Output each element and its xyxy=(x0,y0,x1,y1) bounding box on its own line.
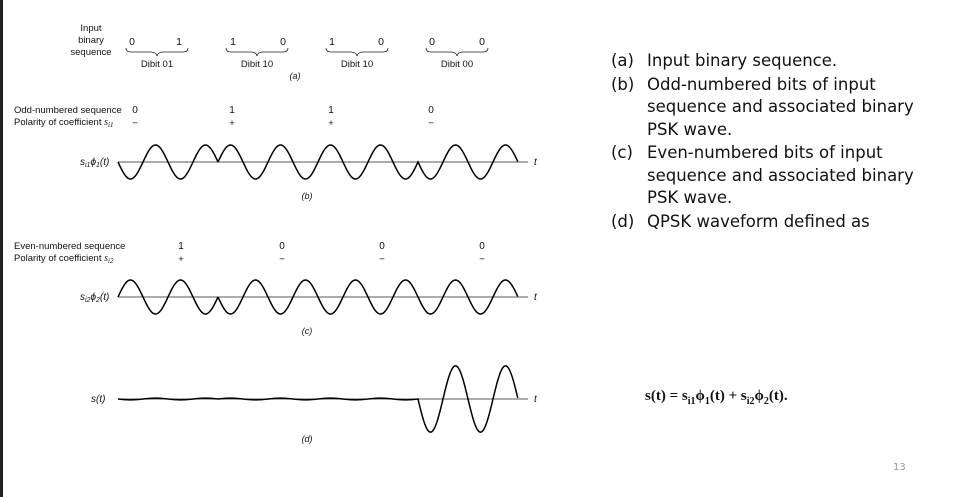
dibit-label: Dibit 10 xyxy=(341,59,373,70)
wave-b-label: si1ϕ1(t) xyxy=(80,157,109,169)
panel-label-c: (c) xyxy=(302,326,313,336)
caption-text: Input binary sequence. xyxy=(647,51,838,70)
page-number: 13 xyxy=(893,462,906,473)
caption-label: (b) xyxy=(611,74,635,94)
dibit-brace xyxy=(425,47,489,57)
input-label-line1: Input xyxy=(80,23,101,34)
odd-bit: 1 xyxy=(328,105,334,116)
wave-c-label: si2ϕ2(t) xyxy=(80,292,109,304)
even-bit: 0 xyxy=(379,241,385,252)
caption-text: Even-numbered bits of input sequence and… xyxy=(647,143,914,207)
odd-bit: 1 xyxy=(229,105,235,116)
even-polarity-label: Polarity of coefficient si2 xyxy=(14,253,114,265)
time-label-b: t xyxy=(534,157,538,168)
odd-polarity: + xyxy=(328,118,334,129)
caption-text: QPSK waveform defined as xyxy=(647,211,870,231)
panel-label-a: (a) xyxy=(290,71,301,81)
odd-bit: 0 xyxy=(132,105,138,116)
odd-polarity: + xyxy=(229,118,235,129)
wave-d-label: s(t) xyxy=(91,394,105,405)
wave-c xyxy=(117,279,519,315)
panel-d: s(t) t (d) xyxy=(91,365,538,444)
time-label-c: t xyxy=(534,292,538,303)
input-bit: 0 xyxy=(378,36,384,48)
slide-left-border xyxy=(0,0,3,497)
even-polarity: + xyxy=(178,254,184,265)
odd-sequence-label: Odd-numbered sequence xyxy=(14,105,122,116)
even-sequence-label: Even-numbered sequence xyxy=(14,241,125,252)
input-bit: 0 xyxy=(479,36,485,48)
dibit-braces xyxy=(125,47,489,57)
wave-d xyxy=(117,365,519,433)
dibit-brace xyxy=(325,47,389,57)
odd-polarity-label: Polarity of coefficient si1 xyxy=(14,117,113,129)
even-bit: 0 xyxy=(479,241,485,252)
panel-c: Even-numbered sequence Polarity of coeff… xyxy=(14,241,538,336)
input-label-line3: sequence xyxy=(70,47,111,58)
input-bit: 1 xyxy=(230,36,236,48)
time-label-d: t xyxy=(534,394,538,405)
panel-label-d: (d) xyxy=(302,434,313,444)
even-polarity: − xyxy=(379,254,385,265)
input-bits: 0 1 1 0 1 0 0 0 xyxy=(129,36,485,48)
even-polarity: − xyxy=(279,254,285,265)
caption-text: Odd-numbered bits of input sequence and … xyxy=(647,74,914,139)
input-bit: 0 xyxy=(280,36,286,48)
panel-label-b: (b) xyxy=(302,191,313,201)
qpsk-figure: Input binary sequence 0 1 1 0 1 0 0 0 Di… xyxy=(14,23,538,444)
input-label-line2: binary xyxy=(78,35,104,46)
odd-polarity: − xyxy=(132,118,138,129)
qpsk-formula: s(t) = si1ϕ1(t) + si2ϕ2(t). xyxy=(645,388,788,407)
wave-b xyxy=(117,144,519,180)
caption-list: (a) Input binary sequence. (b) Odd-numbere… xyxy=(611,50,941,234)
dibit-brace xyxy=(225,47,289,57)
dibit-labels: Dibit 01 Dibit 10 Dibit 10 Dibit 00 xyxy=(141,59,473,70)
caption-item: (c) Even-numbered bits of input sequence … xyxy=(611,142,941,210)
dibit-label: Dibit 01 xyxy=(141,59,173,70)
panel-b: Odd-numbered sequence Polarity of coeffi… xyxy=(14,105,538,201)
dibit-label: Dibit 00 xyxy=(441,59,473,70)
panel-a: Input binary sequence 0 1 1 0 1 0 0 0 Di… xyxy=(70,23,489,81)
caption-item: (d) QPSK waveform defined as xyxy=(611,211,941,234)
caption-label: (c) xyxy=(611,143,633,162)
input-bit: 1 xyxy=(176,36,182,48)
even-polarity: − xyxy=(479,254,485,265)
odd-polarity: − xyxy=(428,118,434,129)
caption-item: (a) Input binary sequence. xyxy=(611,50,941,73)
dibit-brace xyxy=(125,47,189,57)
input-bit: 0 xyxy=(429,36,435,48)
odd-bit: 0 xyxy=(428,105,434,116)
input-bit: 1 xyxy=(329,36,335,48)
caption-label: (a) xyxy=(611,51,634,70)
caption-label: (d) xyxy=(611,211,635,231)
caption-item: (b) Odd-numbered bits of input sequence a… xyxy=(611,74,941,142)
even-bit: 1 xyxy=(178,241,184,252)
input-bit: 0 xyxy=(129,36,135,48)
even-bit: 0 xyxy=(279,241,285,252)
dibit-label: Dibit 10 xyxy=(241,59,273,70)
